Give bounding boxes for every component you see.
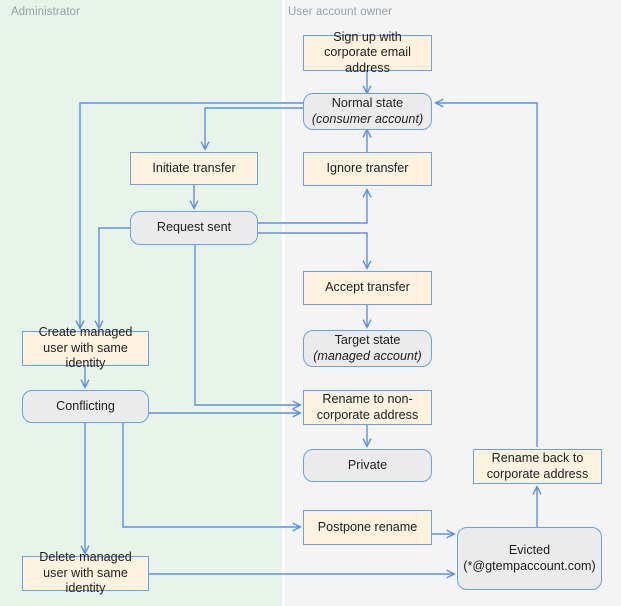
- node-target-state[interactable]: Target state (managed account): [303, 330, 432, 367]
- node-delete-managed-user-label: Delete managed user with same identity: [39, 550, 132, 596]
- swimlane-administrator-label: Administrator: [11, 6, 81, 18]
- edge-request-sent-to-ignore-transfer: [258, 190, 367, 224]
- node-normal-state[interactable]: Normal state (consumer account): [303, 93, 432, 130]
- node-request-sent[interactable]: Request sent: [130, 211, 258, 245]
- node-rename-to-non-corporate-label: Rename to non-corporate address: [316, 392, 419, 422]
- node-delete-managed-user[interactable]: Delete managed user with same identity: [22, 550, 149, 595]
- node-accept-transfer-label: Accept transfer: [325, 280, 410, 295]
- node-evicted[interactable]: Evicted (*@gtempaccount.com): [457, 527, 602, 590]
- edge-normal-to-create-managed-user: [80, 102, 303, 328]
- node-request-sent-label: Request sent: [156, 220, 232, 235]
- node-rename-back-to-corporate[interactable]: Rename back to corporate address: [473, 449, 602, 484]
- node-target-state-sublabel: (managed account): [313, 348, 422, 363]
- node-postpone-rename[interactable]: Postpone rename: [303, 510, 432, 545]
- node-initiate-transfer-label: Initiate transfer: [152, 160, 236, 175]
- swimlane-user-account-owner-label: User account owner: [288, 6, 393, 18]
- node-target-state-label: Target state: [334, 333, 401, 347]
- node-sign-up[interactable]: Sign up with corporate email address: [303, 30, 432, 75]
- node-private-label: Private: [347, 457, 388, 472]
- node-evicted-label: Evicted: [508, 543, 551, 557]
- node-evicted-sublabel: (*@gtempaccount.com): [463, 558, 596, 573]
- edge-request-sent-to-rename-non-corporate: [194, 245, 300, 405]
- node-rename-back-to-corporate-label: Rename back to corporate address: [486, 451, 589, 481]
- node-private[interactable]: Private: [303, 449, 432, 482]
- node-conflicting-label: Conflicting: [56, 398, 115, 413]
- edge-rename-back-to-normal: [436, 103, 538, 447]
- node-sign-up-label: Sign up with corporate email address: [324, 29, 411, 75]
- node-create-managed-user[interactable]: Create managed user with same identity: [22, 325, 149, 370]
- node-postpone-rename-label: Postpone rename: [317, 519, 418, 534]
- edge-normal-to-initiate: [205, 107, 303, 149]
- node-create-managed-user-label: Create managed user with same identity: [38, 325, 133, 371]
- node-initiate-transfer[interactable]: Initiate transfer: [130, 152, 258, 185]
- node-normal-state-sublabel: (consumer account): [311, 111, 424, 126]
- edge-request-sent-to-accept-transfer: [258, 232, 367, 268]
- node-ignore-transfer-label: Ignore transfer: [326, 161, 409, 176]
- node-ignore-transfer[interactable]: Ignore transfer: [303, 152, 432, 186]
- node-conflicting[interactable]: Conflicting: [22, 390, 149, 423]
- edge-conflicting-to-postpone-rename: [122, 423, 300, 527]
- edge-request-sent-to-create-managed-user: [99, 227, 130, 328]
- swimlane-administrator: [0, 0, 282, 606]
- node-rename-to-non-corporate[interactable]: Rename to non-corporate address: [303, 390, 432, 425]
- node-normal-state-label: Normal state: [331, 96, 404, 110]
- node-accept-transfer[interactable]: Accept transfer: [303, 271, 432, 305]
